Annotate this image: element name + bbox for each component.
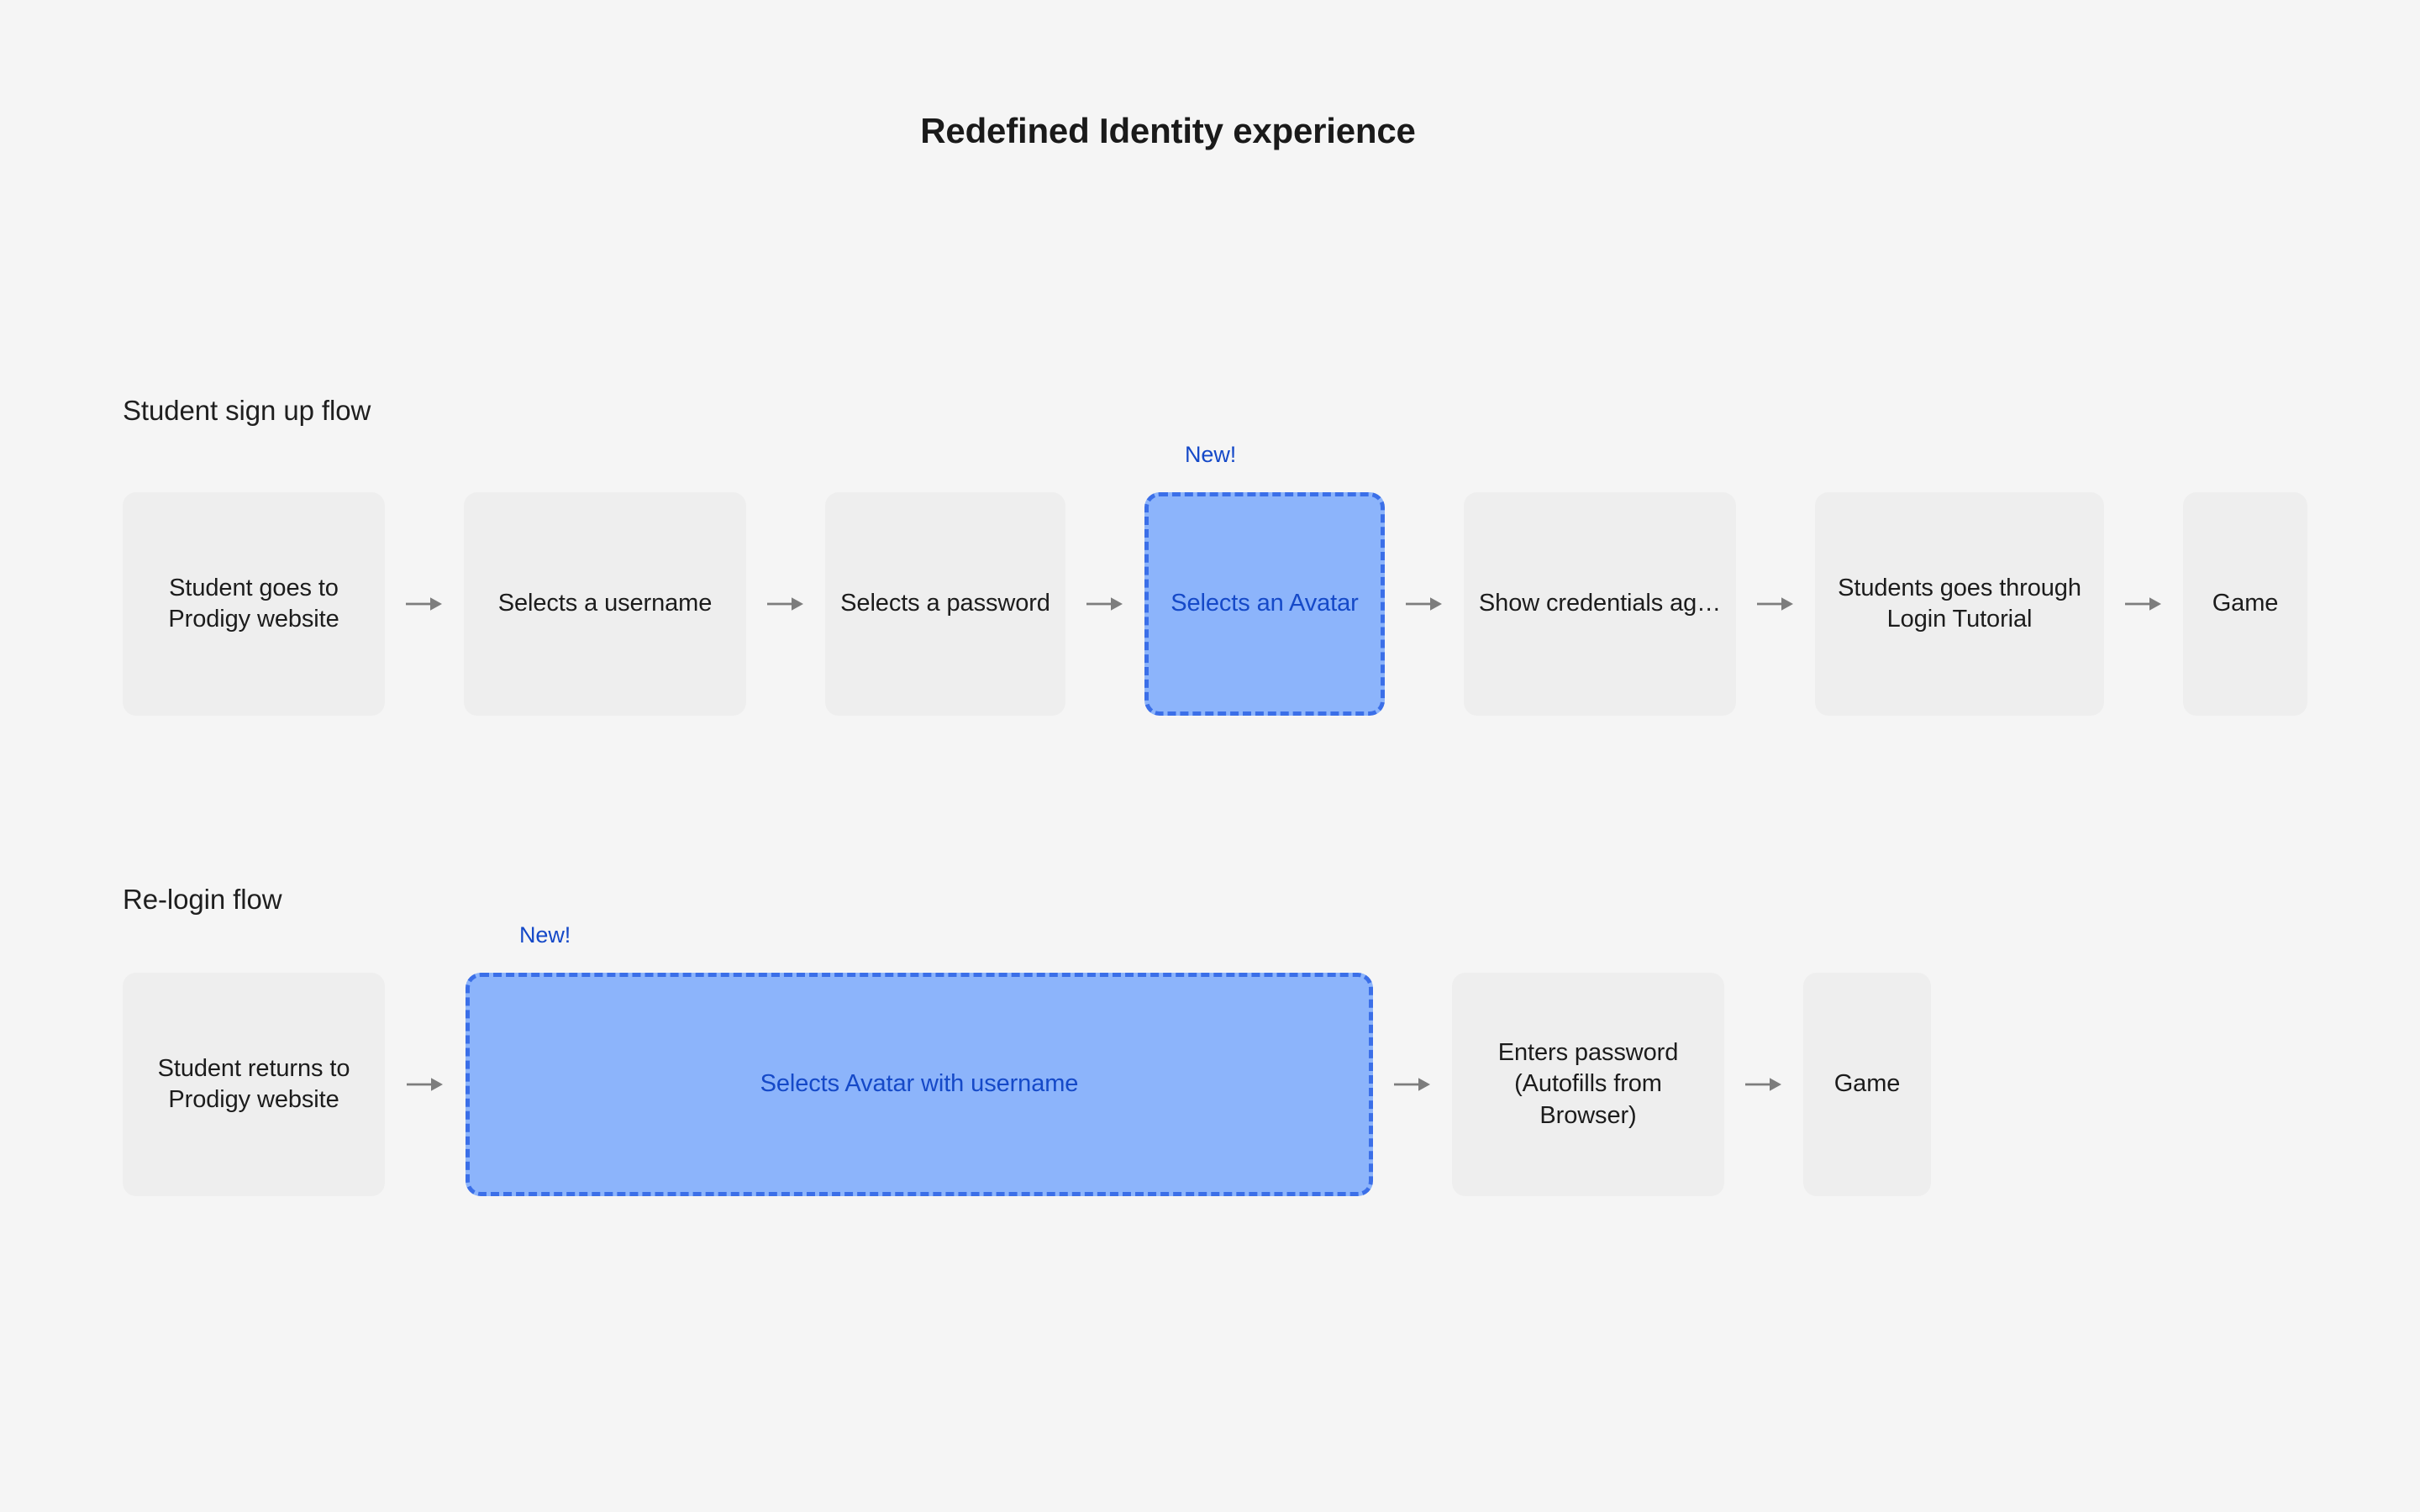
flow-step-selects-a-username[interactable]: Selects a username [464, 492, 746, 716]
flow-step-students-goes-through-login-tutorial[interactable]: Students goes through Login Tutorial [1815, 492, 2104, 716]
new-badge-signup-flow: New! [1185, 442, 1237, 467]
flow-step-selects-an-avatar[interactable]: Selects an Avatar [1144, 492, 1385, 716]
flow-step-label: Game [2212, 590, 2279, 617]
flow-step-show-credentials-again[interactable]: Show credentials ag… [1464, 492, 1736, 716]
flow-step-student-goes-to-prodigy-website[interactable]: Student goes to Prodigy website [123, 492, 385, 716]
section-heading-student-sign-up-flow: Student sign up flow [123, 395, 371, 426]
section-heading-re-login-flow: Re-login flow [123, 884, 282, 915]
flow-step-label: Student returns to Prodigy website [157, 1054, 350, 1113]
flow-step-label: Enters password (Autofills from Browser) [1497, 1039, 1679, 1129]
flow-step-game-signup[interactable]: Game [2183, 492, 2307, 716]
flow-step-label: Game [1833, 1070, 1901, 1098]
page-title: Redefined Identity experience [920, 111, 1416, 150]
arrow-right-icon [1373, 1074, 1452, 1095]
arrow-right-icon [385, 594, 464, 614]
flow-step-label: Selects a password [840, 590, 1050, 617]
flow-row-re-login: Student returns to Prodigy website Selec… [123, 973, 1931, 1196]
arrow-right-icon [1724, 1074, 1803, 1095]
flow-step-label: Selects Avatar with username [760, 1070, 1079, 1098]
flow-step-label: Selects a username [497, 590, 713, 617]
flow-row-student-sign-up: Student goes to Prodigy website Selects … [123, 492, 2307, 716]
arrow-right-icon [2104, 594, 2183, 614]
flow-step-selects-avatar-with-username[interactable]: Selects Avatar with username [466, 973, 1373, 1196]
arrow-right-icon [1385, 594, 1464, 614]
flow-step-label: Selects an Avatar [1171, 590, 1359, 617]
flow-step-selects-a-password[interactable]: Selects a password [825, 492, 1065, 716]
flow-step-label: Show credentials ag… [1478, 590, 1722, 617]
flow-step-student-returns-to-prodigy-website[interactable]: Student returns to Prodigy website [123, 973, 385, 1196]
new-badge-relogin-flow: New! [519, 922, 571, 948]
flow-step-game-relogin[interactable]: Game [1803, 973, 1931, 1196]
arrow-right-icon [746, 594, 825, 614]
flow-step-label: Student goes to Prodigy website [168, 574, 339, 633]
arrow-right-icon [1736, 594, 1815, 614]
arrow-right-icon [385, 1074, 466, 1095]
flow-step-enters-password-autofills-from-browser[interactable]: Enters password (Autofills from Browser) [1452, 973, 1724, 1196]
arrow-right-icon [1065, 594, 1144, 614]
flow-step-label: Students goes through Login Tutorial [1838, 574, 2081, 633]
